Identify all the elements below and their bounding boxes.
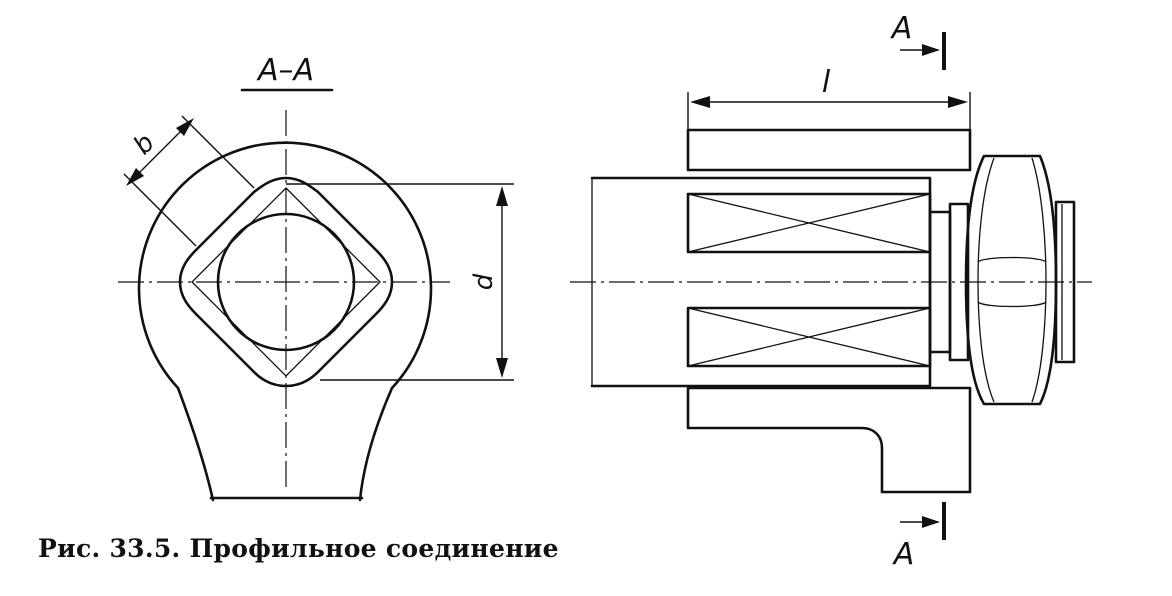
d-arrow-top xyxy=(496,186,508,206)
longitudinal-view: l A A xyxy=(570,11,1092,572)
section-arrowhead-bottom xyxy=(922,516,940,528)
hub-outline xyxy=(137,141,433,502)
section-label-top: A xyxy=(890,11,913,46)
l-label: l xyxy=(822,65,831,100)
section-arrowhead-top xyxy=(922,44,940,56)
nut-chamfer-right xyxy=(1031,157,1047,403)
hub-wall-bottom xyxy=(686,386,972,494)
b-arrow-1 xyxy=(126,168,144,186)
flat-top-diag-2 xyxy=(687,193,931,253)
b-extension-2 xyxy=(123,173,197,247)
d-arrow-bottom xyxy=(496,358,508,378)
section-view: A–A d b xyxy=(118,53,514,502)
l-arrow-left xyxy=(690,96,710,108)
l-arrow-right xyxy=(948,96,968,108)
b-arrow-2 xyxy=(176,118,194,136)
b-extension-1 xyxy=(181,115,255,189)
section-label-bottom: A xyxy=(892,537,915,572)
nut-face xyxy=(977,256,1047,308)
section-title: A–A xyxy=(256,53,314,88)
nut-chamfer-left xyxy=(977,157,995,403)
d-label: d xyxy=(469,273,499,290)
figure-caption: Рис. 33.5. Профильное соединение xyxy=(38,534,559,563)
nut xyxy=(964,154,1058,406)
hub-wall-top xyxy=(686,128,972,172)
flat-bottom-diag-2 xyxy=(687,307,931,367)
